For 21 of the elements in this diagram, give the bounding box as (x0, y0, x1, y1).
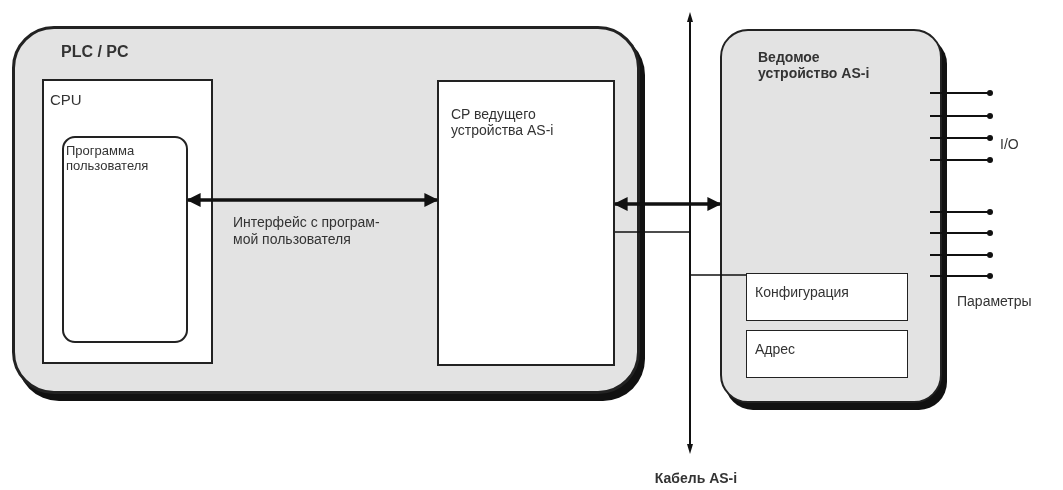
edge-label: Интерфейс с програм- мой пользователя (233, 214, 381, 248)
cable-line (685, 12, 695, 454)
double-arrow (613, 197, 722, 211)
box-title: PLC / PC (61, 43, 130, 62)
connector-line (614, 231, 690, 233)
cable-label: Кабель AS-i (653, 470, 739, 487)
connector-line (690, 274, 747, 276)
box-title: Адрес (755, 341, 797, 358)
box-title: CP ведущего устройства AS-i (451, 106, 555, 139)
module-box (42, 79, 213, 364)
port-label: I/O (1000, 136, 1019, 153)
port-label: Параметры (957, 293, 1032, 310)
block-box (746, 273, 908, 321)
box-title: Ведомое устройство AS-i (758, 49, 871, 82)
module-box (437, 80, 615, 366)
block-box (62, 136, 188, 343)
box-title: CPU (50, 91, 83, 109)
double-arrow (186, 193, 439, 207)
box-title: Программа пользователя (66, 144, 150, 174)
box-title: Конфигурация (755, 284, 850, 301)
block-box (746, 330, 908, 378)
